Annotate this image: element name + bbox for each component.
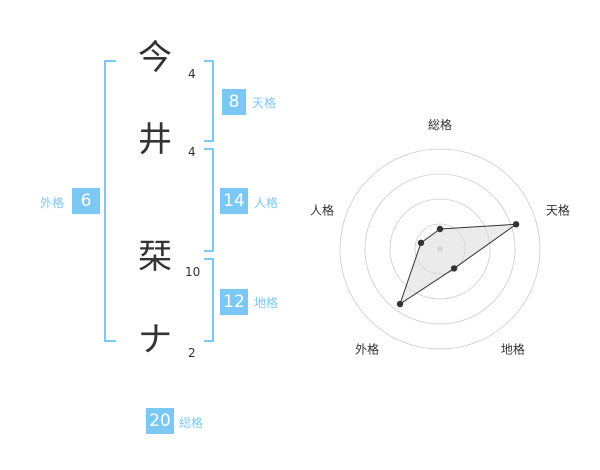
stroke-count-3: 10 bbox=[185, 265, 201, 279]
stroke-count-2: 4 bbox=[188, 145, 196, 159]
radar-point-3 bbox=[450, 265, 458, 272]
radar-point-1 bbox=[436, 225, 444, 233]
radar-point-4 bbox=[396, 300, 404, 308]
stroke-count-1: 4 bbox=[188, 67, 196, 81]
gaikaku-label: 外格 bbox=[40, 196, 65, 210]
chikaku-bracket bbox=[204, 258, 214, 342]
radar-grid-ring bbox=[339, 148, 541, 350]
gaikaku-bracket bbox=[104, 60, 116, 342]
name-char-4: ナ bbox=[138, 320, 172, 360]
radar-point-5 bbox=[417, 239, 425, 247]
name-char-3: 栞 bbox=[138, 237, 172, 277]
gaikaku-value: 6 bbox=[72, 188, 100, 214]
jinkaku-label: 人格 bbox=[254, 196, 279, 210]
chikaku-value: 12 bbox=[220, 289, 248, 315]
radar-axis-label-3: 地格 bbox=[501, 341, 525, 356]
stroke-count-4: 2 bbox=[188, 346, 196, 360]
jinkaku-bracket bbox=[204, 148, 214, 252]
radar-axis-label-5: 人格 bbox=[310, 203, 334, 218]
name-char-1: 今 bbox=[138, 38, 172, 78]
chikaku-label: 地格 bbox=[254, 296, 279, 310]
radar-axis-label-1: 総格 bbox=[428, 117, 452, 132]
tenkaku-value: 8 bbox=[222, 89, 246, 115]
tenkaku-label: 天格 bbox=[252, 96, 277, 110]
radar-axis-label-4: 外格 bbox=[355, 341, 379, 356]
radar-point-2 bbox=[512, 221, 520, 228]
tenkaku-bracket bbox=[204, 60, 214, 142]
radar-grid-ring bbox=[364, 173, 516, 325]
name-char-2: 井 bbox=[138, 120, 172, 160]
radar-axis-label-2: 天格 bbox=[546, 203, 570, 218]
soukaku-label: 総格 bbox=[179, 416, 204, 430]
radar-series-polygon bbox=[399, 223, 518, 306]
jinkaku-value: 14 bbox=[220, 188, 248, 214]
soukaku-value: 20 bbox=[146, 408, 174, 434]
radar-grid-ring bbox=[389, 198, 491, 300]
